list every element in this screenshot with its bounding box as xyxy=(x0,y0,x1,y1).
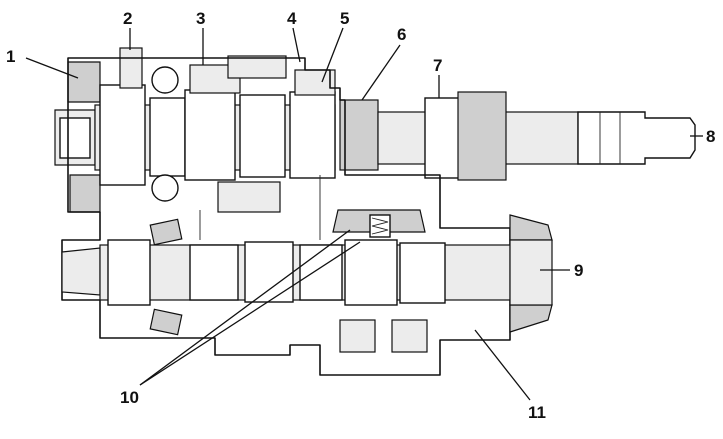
callout-8: 8 xyxy=(706,127,715,146)
callout-9: 9 xyxy=(574,261,583,280)
taper-bearing-race xyxy=(509,239,553,306)
upper-gear-1 xyxy=(99,84,146,186)
counter-gear-2 xyxy=(189,244,239,301)
callout-3: 3 xyxy=(196,9,205,28)
upper-gear-2 xyxy=(149,97,186,177)
counter-shaft-nut xyxy=(61,247,101,296)
spring-coil xyxy=(371,217,389,235)
lower-synchro-left xyxy=(339,319,376,353)
upper-bearing-ball-top xyxy=(151,66,179,94)
leader-5 xyxy=(321,27,344,83)
input-bearing-bottom xyxy=(69,174,101,213)
leader-10a xyxy=(139,229,351,386)
taper-bearing-bottom xyxy=(509,304,553,333)
leader-11 xyxy=(474,329,531,401)
callout-11: 11 xyxy=(528,403,546,422)
callout-5: 5 xyxy=(340,9,349,28)
leader-lines xyxy=(25,27,703,401)
counter-needle-bottom xyxy=(149,308,183,336)
leader-10b xyxy=(139,241,361,386)
counter-gear-4 xyxy=(299,244,343,301)
gear-tooth-2 xyxy=(119,47,143,89)
input-bearing-top xyxy=(67,61,101,103)
lower-synchro-right xyxy=(391,319,428,353)
input-hub-bore xyxy=(59,117,91,159)
leader-4 xyxy=(292,27,301,63)
callout-10: 10 xyxy=(120,388,139,407)
output-shaft-tip xyxy=(577,111,696,165)
callout-4: 4 xyxy=(287,9,297,28)
callout-1: 1 xyxy=(6,47,15,66)
counter-gear-6 xyxy=(399,242,446,304)
upper-bearing-ball-bottom xyxy=(151,174,179,202)
output-flange-7 xyxy=(424,97,461,179)
callout-labels: 1 2 3 4 5 6 7 8 9 10 11 xyxy=(6,9,715,422)
counter-gear-1 xyxy=(107,239,151,306)
gear-tooth-5 xyxy=(294,69,336,96)
upper-gear-4 xyxy=(239,94,286,178)
synchro-sleeve-4 xyxy=(227,55,287,79)
callout-2: 2 xyxy=(123,9,132,28)
counter-gear-3 xyxy=(244,241,294,303)
upper-shaft-assembly xyxy=(54,47,696,213)
upper-gear-5 xyxy=(289,91,336,179)
lower-shaft-assembly xyxy=(61,209,553,353)
output-bearing xyxy=(457,91,507,181)
counter-gear-5 xyxy=(344,239,398,306)
upper-synchro-lower xyxy=(217,181,281,213)
leader-6 xyxy=(361,44,401,101)
upper-gear-3 xyxy=(184,89,236,181)
counter-needle-top xyxy=(149,218,183,246)
callout-6: 6 xyxy=(397,25,406,44)
taper-bearing-top xyxy=(509,214,553,241)
gear-6-collar xyxy=(339,99,379,171)
leader-1 xyxy=(25,57,79,79)
detent-spring xyxy=(369,214,391,238)
callout-7: 7 xyxy=(433,56,442,75)
